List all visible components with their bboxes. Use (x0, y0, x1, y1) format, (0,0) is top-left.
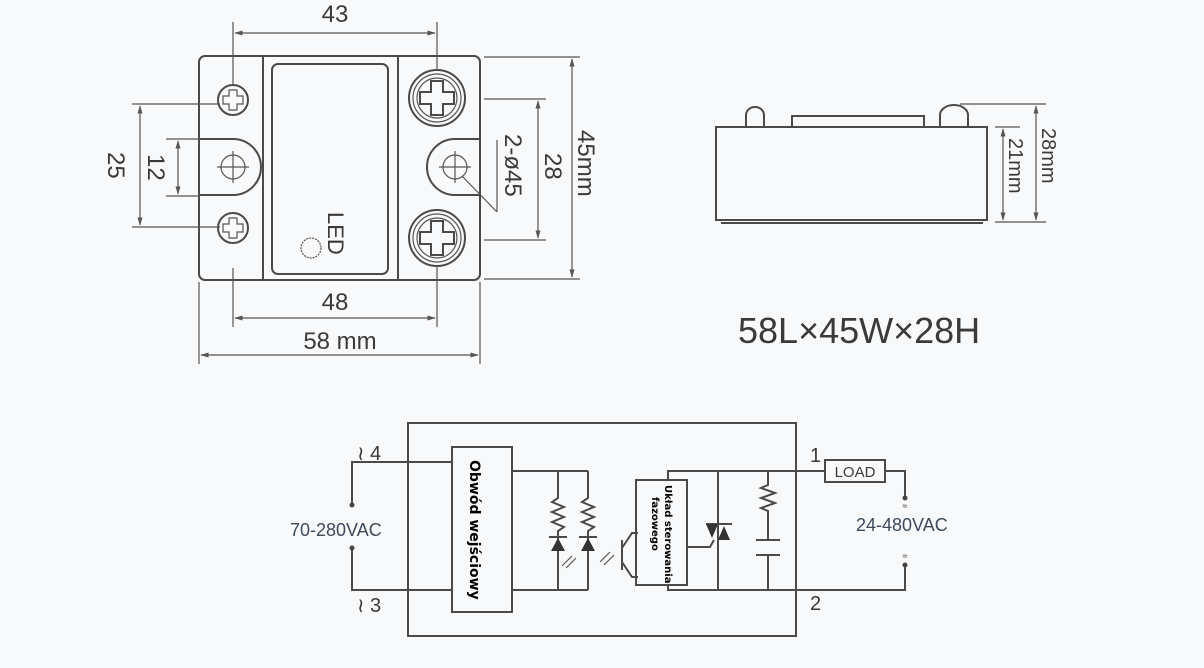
mount-hole-right (426, 138, 498, 213)
snubber-rc (756, 471, 780, 590)
small-screw-top (217, 84, 249, 116)
dim-12: 12 (142, 154, 169, 181)
triac (687, 471, 732, 590)
big-screw-bottom (408, 209, 466, 267)
dim-58mm: 58 mm (303, 328, 376, 355)
side-body (715, 126, 988, 221)
relay-housing (407, 422, 797, 637)
terminal-1: 1 (810, 445, 821, 467)
dim-hole: 2-ø45 (499, 134, 526, 197)
dim-28mm: 28mm (1037, 128, 1059, 184)
light-rays (561, 551, 615, 569)
phase-control-label-2: fazowego (649, 497, 660, 551)
led-indicator (300, 237, 322, 259)
phase-control-label-1: Układ sterowania (662, 485, 673, 583)
top-view: LED 43 48 58 mm 45mm 28 2-ø45 25 12 (102, 1, 599, 364)
led-branch-1 (549, 471, 567, 590)
dim-43: 43 (322, 1, 349, 28)
ac-symbol-top: ≈ (903, 501, 908, 511)
dim-45mm: 45mm (572, 130, 599, 197)
dim-28: 28 (539, 153, 566, 180)
big-screw-top (408, 69, 466, 127)
led-branch-2 (579, 471, 597, 590)
terminal-3: ≀ 3 (357, 595, 381, 617)
led-label: LED (323, 212, 348, 255)
dim-25: 25 (102, 152, 129, 179)
phase-control-block (635, 479, 688, 586)
terminal-2: 2 (810, 593, 821, 615)
relay-body-outline (198, 55, 481, 281)
size-label: 58L×45W×28H (738, 310, 980, 351)
small-screw-bottom (217, 212, 249, 244)
input-circuit-label: Obwód wejściowy (466, 460, 482, 600)
dim-21mm: 21mm (1004, 138, 1026, 194)
schematic: ≀ 4 ≀ 3 70-280VAC Obwód wejściowy Układ … (290, 422, 948, 637)
dim-48: 48 (322, 289, 349, 316)
side-view: 28mm 21mm (715, 103, 1059, 224)
mount-hole-left (200, 138, 262, 196)
terminal-4: ≀ 4 (357, 443, 381, 465)
load-label: LOAD (835, 464, 876, 481)
input-voltage: 70-280VAC (290, 520, 382, 540)
input-circuit-block (451, 446, 513, 613)
relay-window (271, 63, 389, 275)
ac-symbol-bottom: ≈ (903, 551, 908, 561)
output-voltage: 24-480VAC (856, 515, 948, 535)
